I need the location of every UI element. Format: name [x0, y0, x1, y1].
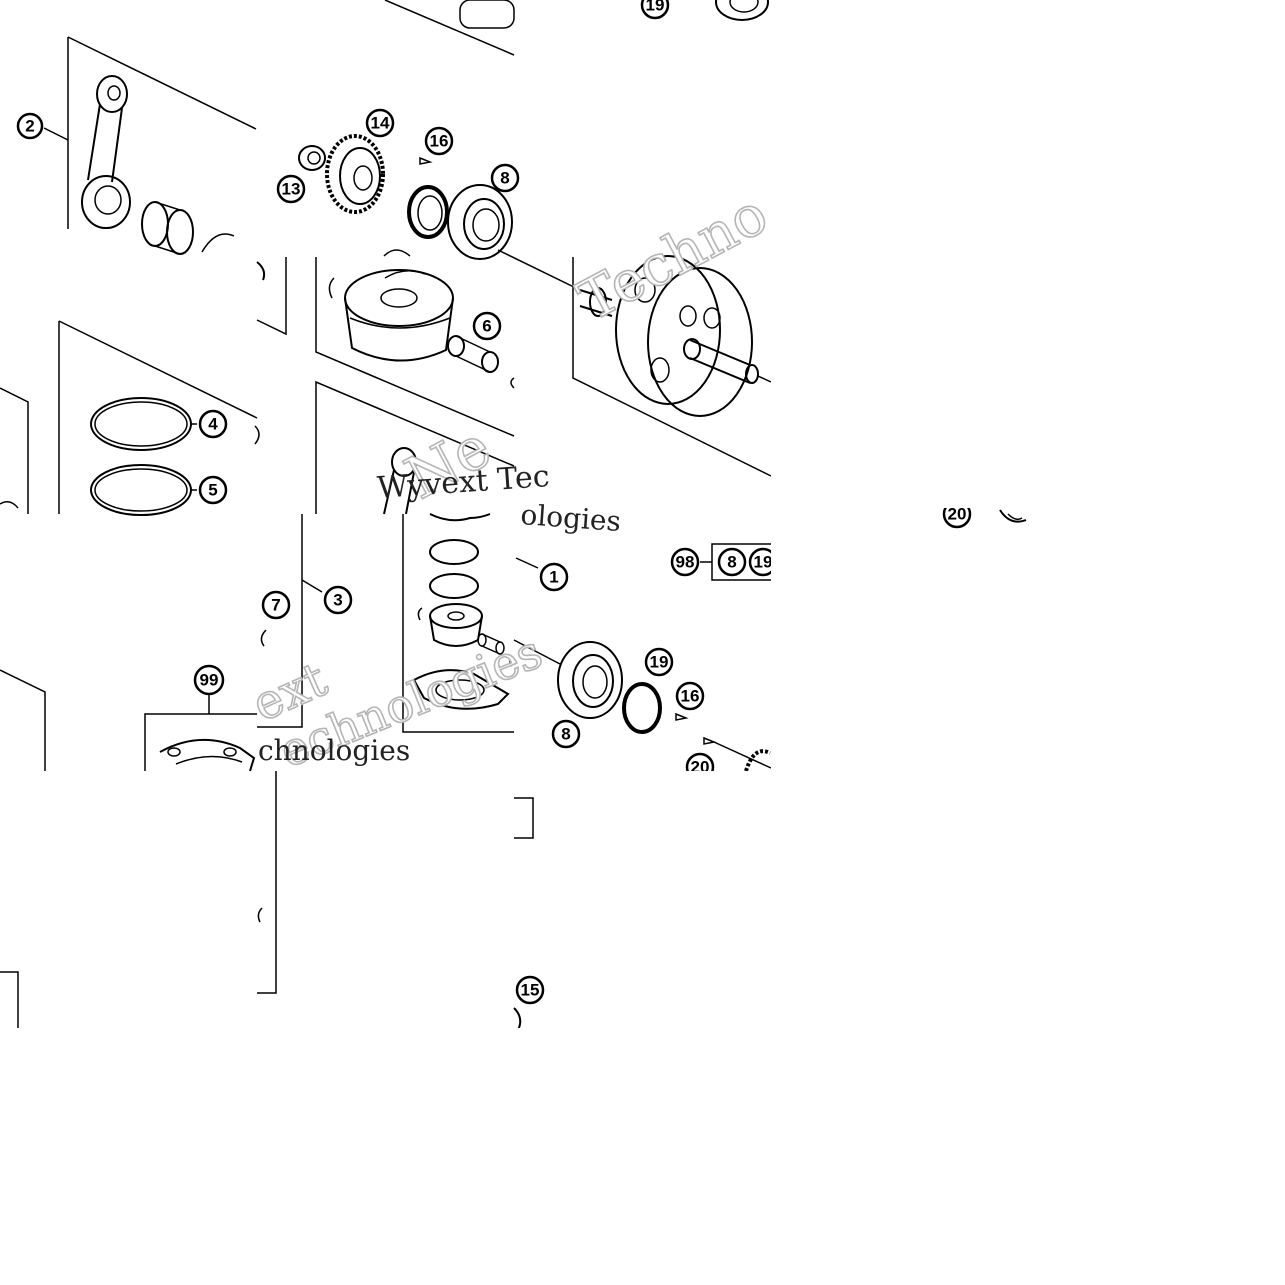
piston-ring-top-part — [90, 397, 192, 451]
svg-text:7: 7 — [271, 596, 280, 615]
svg-text:8: 8 — [500, 169, 509, 188]
crankshaft-part — [579, 255, 772, 417]
crank-nut-part — [298, 145, 326, 171]
bearing-sleeve-part — [141, 201, 235, 255]
svg-text:19: 19 — [754, 553, 773, 572]
seal-ring-lower-part — [622, 682, 662, 734]
piston-pin-part — [447, 335, 499, 373]
callout-19-lower: 19 — [644, 647, 674, 677]
svg-text:16: 16 — [430, 132, 449, 151]
svg-text:5: 5 — [208, 481, 217, 500]
svg-text:20: 20 — [948, 505, 967, 524]
ring-upper-part — [429, 539, 479, 565]
piston-small-part — [429, 603, 483, 647]
svg-text:8: 8 — [561, 725, 570, 744]
svg-text:98: 98 — [676, 553, 695, 572]
tile-bottom-left — [0, 971, 19, 1028]
main-bearing-lower-part — [557, 641, 623, 719]
svg-text:15: 15 — [521, 981, 540, 1000]
tile-mid-mid — [256, 257, 515, 515]
callout-16-lower: 16 — [675, 681, 705, 711]
tile-top-left — [43, 36, 257, 255]
callout-15: 15 — [515, 975, 545, 1005]
callout-8-kit: 8 — [717, 547, 747, 577]
svg-text:6: 6 — [482, 317, 491, 336]
callout-98: 98 — [670, 547, 700, 577]
ring-lower-part — [429, 573, 479, 599]
svg-text:99: 99 — [200, 671, 219, 690]
callout-1: 1 — [539, 562, 569, 592]
tile-top-mid — [298, 0, 515, 260]
base-gasket-part — [412, 669, 510, 710]
callout-5: 5 — [198, 475, 228, 505]
connecting-rod-part — [81, 75, 131, 229]
svg-text:ologies: ologies — [520, 498, 623, 538]
seal-ring-part — [407, 185, 449, 239]
callout-19-top: 19 — [640, 0, 670, 20]
callout-13: 13 — [276, 174, 306, 204]
svg-text:1: 1 — [549, 568, 558, 587]
callout-14: 14 — [365, 108, 395, 138]
svg-text:19: 19 — [650, 653, 669, 672]
callout-8: 8 — [490, 163, 520, 193]
tile-lower-left — [0, 669, 257, 772]
callout-3: 3 — [323, 585, 353, 615]
main-bearing-part — [447, 184, 513, 260]
callout-99: 99 — [193, 664, 225, 696]
callout-16: 16 — [424, 126, 454, 156]
callout-8-lower: 8 — [551, 719, 581, 749]
callout-6: 6 — [472, 311, 502, 341]
tile-top-right — [715, 0, 769, 21]
cylinder-gasket-part — [159, 739, 256, 772]
svg-text:3: 3 — [333, 591, 342, 610]
tile-mid-right — [497, 249, 772, 477]
tile-mid-left — [0, 320, 260, 516]
svg-text:2: 2 — [25, 117, 34, 136]
svg-text:14: 14 — [371, 114, 390, 133]
callout-2: 2 — [16, 112, 44, 140]
svg-text:chnologies: chnologies — [258, 734, 410, 767]
svg-text:16: 16 — [681, 687, 700, 706]
svg-text:19: 19 — [646, 0, 665, 15]
piston-part — [344, 269, 454, 362]
primary-gear-part — [325, 134, 385, 214]
svg-text:4: 4 — [208, 415, 218, 434]
callout-4: 4 — [198, 409, 228, 439]
pin-small-part — [477, 633, 505, 655]
callout-7: 7 — [261, 590, 291, 620]
tile-lower-mid — [257, 513, 514, 733]
tile-bottom-mid — [257, 771, 277, 994]
conrod-small-part — [383, 447, 417, 515]
svg-text:8: 8 — [727, 553, 736, 572]
tile-lower-right — [513, 543, 773, 772]
tile-row3-right — [999, 509, 1027, 523]
svg-text:13: 13 — [282, 180, 301, 199]
piston-ring-second-part — [90, 464, 192, 516]
